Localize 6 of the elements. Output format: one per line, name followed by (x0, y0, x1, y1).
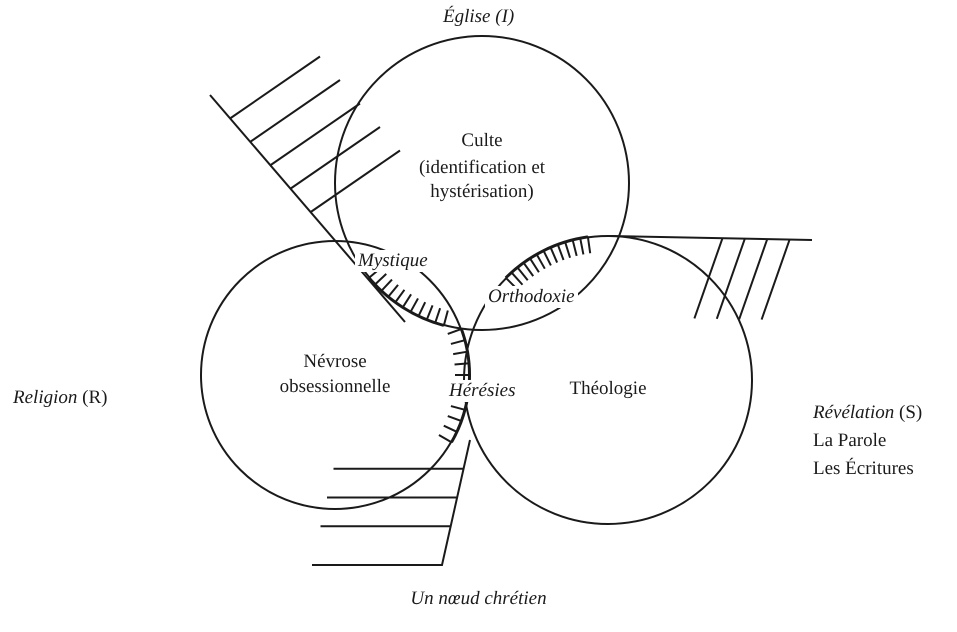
ring-label: (identification et hystérisation) (418, 156, 546, 204)
ring-label: Culte (461, 129, 503, 153)
caption: Un nœud chrétien (409, 588, 548, 610)
region-label: Orthodoxie (485, 286, 578, 308)
ring-label: Théologie (569, 377, 647, 401)
ring-label: Névrose obsessionnelle (278, 350, 392, 399)
